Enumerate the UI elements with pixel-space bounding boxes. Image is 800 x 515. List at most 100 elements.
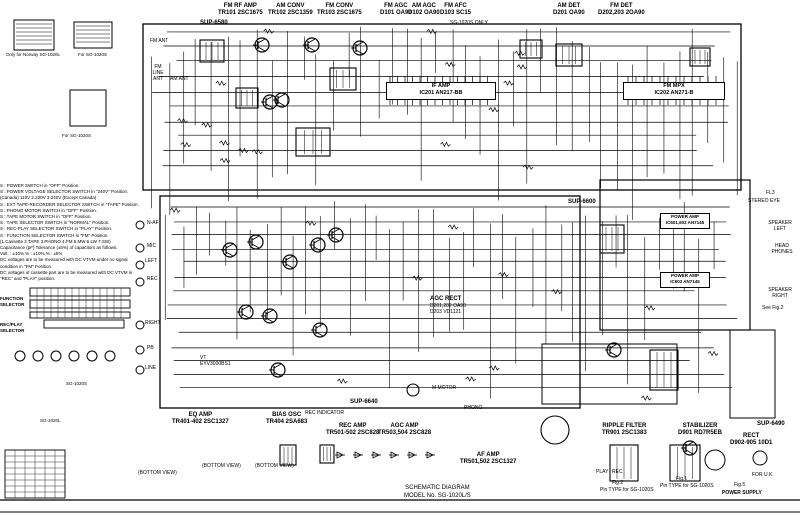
wire xyxy=(257,38,266,44)
function-selector-note: FUNCTION SELECTOR xyxy=(0,296,25,308)
wire xyxy=(277,101,286,107)
wire xyxy=(355,41,364,47)
bridge-symbol xyxy=(704,449,726,471)
wire xyxy=(285,263,294,269)
bottom-view-2: (BOTTOM VIEW) xyxy=(202,463,241,469)
input-jack-symbol xyxy=(135,365,145,375)
diode-symbol xyxy=(372,451,380,459)
mic-label: MIC xyxy=(147,243,157,249)
wire xyxy=(609,351,618,357)
component-box xyxy=(689,47,711,67)
component-box xyxy=(649,349,679,391)
resistor-symbol xyxy=(641,395,652,401)
phono-motor-symbol xyxy=(540,415,570,445)
rec-input-label: REC xyxy=(147,276,158,282)
wire xyxy=(273,371,282,377)
speaker-right-label: SPEAKER RIGHT xyxy=(768,287,792,299)
diode-symbol xyxy=(354,451,362,459)
input-jack-symbol xyxy=(135,277,145,287)
component-box xyxy=(609,444,639,482)
component-box xyxy=(669,444,701,482)
see-fig-label: See Fig.2 xyxy=(762,305,784,311)
input-jack-symbol xyxy=(135,243,145,253)
diode-symbol xyxy=(426,451,434,459)
stereo-eye-label: STEREO EYE xyxy=(748,198,780,204)
pb-input-label: PB xyxy=(147,345,154,351)
transistor-symbol xyxy=(352,40,368,56)
sg1020s-note-2: For SG-1020S xyxy=(62,133,92,138)
resistor-symbol xyxy=(180,141,192,148)
socket-symbol xyxy=(50,350,62,362)
play-label: PLAY xyxy=(596,469,609,475)
component-box xyxy=(329,67,357,91)
resistor-symbol xyxy=(489,365,500,371)
component-box xyxy=(555,43,583,67)
resistor-symbol xyxy=(219,157,231,164)
diode-symbol xyxy=(390,451,398,459)
phono-label: PHONO xyxy=(464,405,483,411)
fig5-label: Fig.5 xyxy=(734,482,746,488)
motor-symbol xyxy=(406,383,420,397)
component-box xyxy=(235,87,259,109)
transistor-symbol xyxy=(222,242,238,258)
board-sup6600: SUP-6600 xyxy=(568,199,596,205)
component-box xyxy=(69,89,107,127)
wire xyxy=(225,243,234,249)
input-jack-symbol xyxy=(135,260,145,270)
resistor-symbol xyxy=(447,224,459,230)
sg1020s-left: SG-1020S xyxy=(66,381,88,386)
sg1020s-note: For SG-1020S xyxy=(78,52,108,57)
resistor-symbol xyxy=(426,28,438,35)
fm-ant-label: FM ANT xyxy=(150,38,169,44)
transistor-symbol xyxy=(270,362,286,378)
component-box xyxy=(729,329,776,419)
socket-symbol xyxy=(32,350,44,362)
component-box xyxy=(43,319,125,329)
transistor-symbol xyxy=(274,92,290,108)
resistor-symbol xyxy=(465,376,476,382)
board-sup6580: SUP-6580 xyxy=(200,20,228,26)
wire xyxy=(273,363,282,369)
input-jack-symbol xyxy=(135,220,145,230)
transistor-symbol xyxy=(248,234,264,250)
transistor-symbol xyxy=(682,440,698,456)
diode-symbol xyxy=(336,451,344,459)
n-af-label: N-AF xyxy=(147,220,159,226)
bottom-view-1: (BOTTOM VIEW) xyxy=(138,470,177,476)
transistor-symbol xyxy=(304,37,320,53)
component-box xyxy=(29,299,131,309)
resistor-symbol xyxy=(219,140,230,146)
right-input-label: RIGHT xyxy=(145,320,161,326)
board-sg1020s-only: SG-1020S ONLY xyxy=(450,20,488,26)
wire xyxy=(265,317,274,323)
transistor-symbol xyxy=(282,254,298,270)
resistor-symbol xyxy=(169,207,181,214)
resistor-symbol xyxy=(516,64,528,70)
component-box xyxy=(599,179,751,331)
board-sup6490: SUP-6490 xyxy=(757,421,785,427)
resistor-symbol xyxy=(337,378,348,384)
fig1-note: Pin TYPE for SG-1020S xyxy=(660,483,714,489)
wire xyxy=(251,243,260,249)
resistor-symbol xyxy=(305,220,317,226)
wire xyxy=(355,49,364,55)
wire xyxy=(331,228,340,234)
socket-symbol xyxy=(86,350,98,362)
resistor-symbol xyxy=(411,275,423,281)
